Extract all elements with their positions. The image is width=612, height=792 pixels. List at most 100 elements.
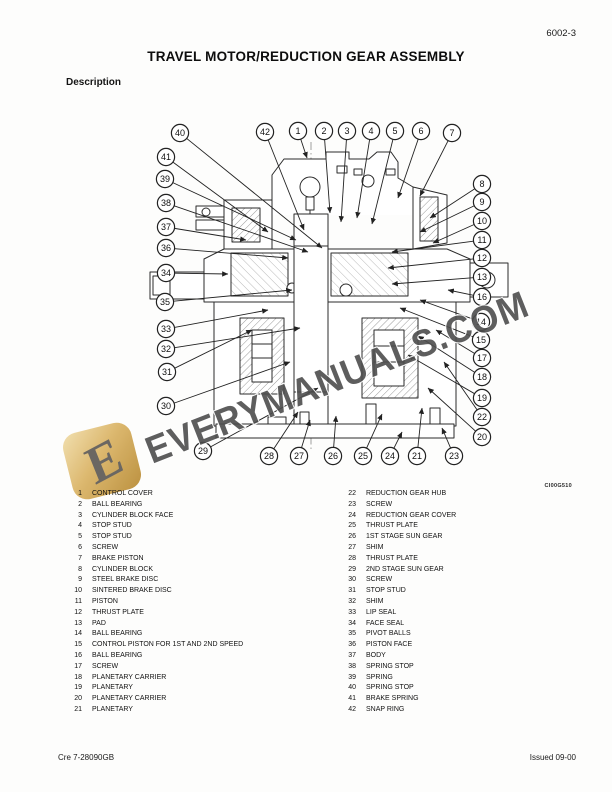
callout-leader-27 bbox=[301, 419, 311, 448]
part-label: THRUST PLATE bbox=[366, 554, 418, 562]
callout-number: 27 bbox=[294, 451, 304, 461]
callout-38: 38 bbox=[156, 193, 176, 213]
callout-number: 8 bbox=[479, 179, 484, 189]
callout-leader-42 bbox=[267, 139, 305, 231]
callout-number: 10 bbox=[477, 216, 487, 226]
part-number: 18 bbox=[74, 673, 82, 681]
part-number: 6 bbox=[78, 543, 82, 551]
callout-leader-25 bbox=[366, 413, 383, 449]
part-number: 10 bbox=[74, 587, 82, 595]
page-number: 6002-3 bbox=[546, 28, 576, 39]
callout-leader-23 bbox=[441, 427, 452, 449]
callout-33: 33 bbox=[156, 319, 176, 339]
callout-leader-10 bbox=[432, 224, 475, 244]
callout-2: 2 bbox=[314, 121, 334, 141]
part-label: 1ST STAGE SUN GEAR bbox=[366, 533, 443, 541]
part-number: 30 bbox=[348, 576, 356, 584]
part-label: PAD bbox=[92, 619, 106, 627]
part-number: 11 bbox=[74, 597, 82, 605]
part-label: SCREW bbox=[92, 662, 119, 670]
callout-number: 42 bbox=[260, 127, 270, 137]
part-label: PLANETARY bbox=[92, 705, 133, 713]
part-label: PLANETARY CARRIER bbox=[92, 695, 167, 703]
callout-leader-32 bbox=[174, 326, 301, 349]
callout-number: 31 bbox=[162, 367, 172, 377]
part-label: SINTERED BRAKE DISC bbox=[92, 587, 172, 595]
part-number: 14 bbox=[74, 630, 82, 638]
part-label: REDUCTION GEAR HUB bbox=[366, 490, 447, 497]
part-label: SNAP RING bbox=[366, 705, 405, 713]
part-label: CYLINDER BLOCK bbox=[92, 565, 154, 573]
part-label: PISTON FACE bbox=[366, 641, 413, 649]
callout-17: 17 bbox=[472, 348, 492, 368]
part-label: 2ND STAGE SUN GEAR bbox=[366, 565, 444, 573]
callout-number: 32 bbox=[161, 344, 171, 354]
callout-number: 11 bbox=[477, 235, 486, 245]
callout-leader-19 bbox=[407, 354, 475, 395]
part-number: 16 bbox=[74, 651, 82, 659]
callout-number: 30 bbox=[161, 401, 171, 411]
callout-number: 25 bbox=[358, 451, 368, 461]
callout-number: 38 bbox=[161, 198, 171, 208]
callout-number: 23 bbox=[449, 451, 459, 461]
callout-36: 36 bbox=[156, 238, 176, 258]
callout-32: 32 bbox=[156, 339, 176, 359]
part-number: 23 bbox=[348, 500, 356, 508]
part-number: 39 bbox=[348, 673, 356, 681]
part-number: 2 bbox=[78, 500, 82, 508]
callout-leader-14 bbox=[419, 299, 474, 320]
callout-16: 16 bbox=[472, 287, 492, 307]
callout-leader-3 bbox=[338, 139, 347, 223]
callout-leader-41 bbox=[172, 161, 269, 233]
part-number: 5 bbox=[78, 533, 82, 541]
part-label: SCREW bbox=[366, 576, 393, 584]
callout-number: 33 bbox=[161, 324, 171, 334]
callout-number: 12 bbox=[477, 253, 487, 263]
part-label: THRUST PLATE bbox=[92, 608, 144, 616]
callout-number: 19 bbox=[477, 393, 487, 403]
footer-issued: Issued 09-00 bbox=[529, 753, 576, 762]
callout-35: 35 bbox=[155, 292, 175, 312]
part-row: 28 THRUST PLATE bbox=[338, 554, 598, 565]
callout-4: 4 bbox=[361, 121, 381, 141]
part-number: 7 bbox=[78, 554, 82, 562]
callout-number: 40 bbox=[175, 128, 185, 138]
callout-number: 21 bbox=[412, 451, 422, 461]
part-number: 20 bbox=[74, 695, 82, 703]
part-label: BRAKE SPRING bbox=[366, 695, 419, 703]
callout-12: 12 bbox=[472, 248, 492, 268]
callout-42: 42 bbox=[255, 122, 275, 142]
part-number: 22 bbox=[348, 490, 356, 497]
part-number: 28 bbox=[348, 554, 356, 562]
section-heading: Description bbox=[66, 77, 122, 88]
part-label: CYLINDER BLOCK FACE bbox=[92, 511, 174, 519]
part-number: 29 bbox=[348, 565, 356, 573]
callout-37: 37 bbox=[156, 217, 176, 237]
callout-1: 1 bbox=[288, 121, 308, 141]
part-label: REDUCTION GEAR COVER bbox=[366, 511, 457, 519]
callout-30: 30 bbox=[156, 396, 176, 416]
part-label: STOP STUD bbox=[366, 587, 406, 595]
part-row: 22 REDUCTION GEAR HUB bbox=[338, 489, 598, 500]
part-number: 33 bbox=[348, 608, 356, 616]
callout-29: 29 bbox=[193, 441, 213, 461]
figure-code: CI00G510 bbox=[544, 483, 572, 489]
callout-25: 25 bbox=[353, 446, 373, 466]
